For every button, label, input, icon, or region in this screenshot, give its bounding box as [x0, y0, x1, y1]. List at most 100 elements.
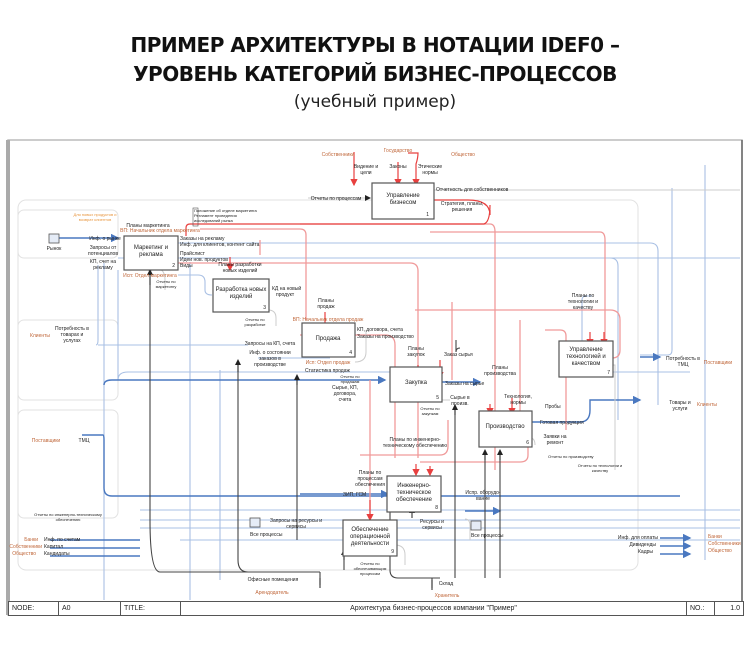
process-box-7-label-1: Управление — [569, 347, 603, 353]
label-account-info: Инф. по счетам — [44, 537, 81, 543]
label-kp-invoice-1: КП, счет на — [90, 259, 116, 265]
process-box-4[interactable]: Продажа 4 — [301, 322, 356, 358]
label-reports-marketing-1: Отчеты по — [156, 279, 176, 284]
label-reports-processes: Отчеты по процессам — [311, 196, 362, 202]
label-eng-plans-1: Планы по инженерно- — [389, 437, 440, 443]
label-tech-norms-2: нормы — [510, 400, 526, 406]
page-subtitle: (учебный пример) — [293, 92, 457, 112]
process-box-8-label-3: обеспечение — [396, 497, 433, 503]
label-client-requests-2: потенциалов — [88, 251, 118, 257]
process-box-3-number: 3 — [263, 305, 266, 311]
process-box-2[interactable]: Маркетинг и реклама 2 — [123, 235, 179, 271]
input-lines-strong — [50, 233, 692, 559]
process-box-8-label-1: Инженерно- — [397, 483, 431, 489]
process-box-8[interactable]: Инженерно- техническое обеспечение 8 — [386, 475, 442, 513]
control-lines — [178, 223, 621, 520]
label-ethics-2: нормы — [422, 170, 438, 176]
process-box-6-number: 6 — [526, 440, 529, 446]
label-reporting-owners: Отчетность для собственников — [436, 187, 509, 193]
ext-clients-right: Клиенты — [697, 402, 717, 408]
vp-sales-label: ВП: Начальник отдела продаж — [293, 317, 364, 323]
footer-title-label: TITLE: — [121, 602, 181, 615]
label-reports-sales-2: продажам — [341, 379, 360, 384]
label-reports-ops-2: обеспечивающим — [354, 566, 387, 571]
label-sales-plans-2: продаж — [317, 304, 335, 310]
label-purchase-plans-2: закупок — [407, 352, 425, 358]
process-box-9-label-3: деятельности — [351, 541, 389, 547]
note-new-products-1: Для новых продуктов и — [73, 212, 116, 217]
process-box-3-label-2: изделий — [230, 293, 253, 300]
exec-sales-label: Исп: Отдел продаж — [306, 360, 351, 366]
all-processes-square-icon — [249, 517, 261, 528]
label-kp-invoice-2: рекламу — [93, 265, 113, 271]
label-zip-fuel: ЗИП, ГСМ — [343, 492, 366, 498]
ext-clients-left: Клиенты — [30, 333, 50, 339]
label-op-plans-1: Планы по — [359, 470, 382, 476]
label-strategy-2: решения — [452, 207, 473, 213]
process-box-2-number: 2 — [172, 263, 175, 269]
label-raw-to-prod-1: Сырье в — [450, 395, 470, 401]
footer-title-value: Архитектура бизнес-процессов компании "П… — [181, 602, 687, 615]
label-personnel: Кандидаты — [44, 551, 70, 557]
label-needs-tmc-2: ТМЦ — [678, 362, 689, 368]
label-resource-requests-1: Запросы на ресурсы и — [270, 518, 322, 524]
label-equipment-2: вание — [476, 496, 490, 502]
label-raw-kp-1: Сырье, КП, — [332, 385, 358, 391]
label-sales-stats: Статистика продаж — [305, 368, 351, 374]
label-resources-services-1: Ресурсы и — [420, 519, 444, 525]
label-all-processes: Все процессы — [250, 532, 283, 538]
process-box-3[interactable]: Разработка новых изделий 3 — [212, 278, 270, 313]
label-product-ideas: Идеи нов. продуктов — [180, 257, 228, 263]
label-kinds: Виды — [180, 263, 193, 269]
process-box-9[interactable]: Обеспечение операционной деятельности 9 — [342, 519, 398, 557]
ext-owners-left: Собственники — [9, 544, 42, 550]
label-vision-1: Видение и — [354, 164, 379, 170]
process-box-8-number: 8 — [435, 505, 438, 511]
label-equipment-1: Испр. оборудо- — [465, 490, 501, 496]
process-box-5-number: 5 — [436, 395, 439, 401]
mechanism-lines — [146, 266, 501, 588]
label-dev-plans-1: Планы разработки — [218, 262, 261, 268]
process-box-4-number: 4 — [349, 350, 352, 356]
label-vision-2: цели — [360, 170, 371, 176]
label-reports-eng-1: Отчеты по инженерно-техническому — [34, 512, 102, 517]
label-order-state-3: производстве — [254, 362, 286, 368]
label-order-state-1: Инф. о состоянии — [249, 350, 291, 356]
process-box-5-label-1: Закупка — [405, 380, 428, 386]
label-prod-plans-1: Планы — [492, 365, 508, 371]
process-box-1-label-2: бизнесом — [390, 200, 417, 206]
label-client-requests-1: Запросы от — [90, 245, 117, 251]
label-laws: Законы — [389, 164, 407, 170]
label-pricelist: Прайслист — [180, 250, 206, 257]
process-box-5[interactable]: Закупка 5 — [389, 366, 443, 403]
label-reports-dev-2: разработке — [245, 322, 267, 327]
process-box-1[interactable]: Управление бизнесом 1 — [371, 182, 435, 220]
label-kd-new-1: КД на новый — [272, 285, 301, 292]
label-client-info: Инф. для клиентов, контент сайта — [180, 241, 260, 248]
label-sales-plans-1: Планы — [318, 298, 334, 304]
label-tech-quality-plans-2: технологии и — [568, 299, 598, 305]
ext-society-left: Общество — [12, 551, 36, 557]
label-strategy-1: Стратегия, планы, — [441, 201, 484, 207]
label-ad-orders: Заказы на рекламу — [180, 236, 225, 242]
label-dividends: Дивиденды — [629, 542, 656, 548]
label-resource-requests-2: сервисы — [286, 524, 306, 530]
label-all-processes-out: Все процессы — [471, 533, 504, 539]
label-raw-kp-3: счета — [339, 397, 352, 403]
ext-owners-right: Собственники — [708, 541, 741, 547]
label-needs-clients-1: Потребность в — [55, 326, 89, 332]
label-office: Офисные помещения — [248, 577, 299, 583]
label-reports-purchase-1: Отчеты по — [420, 406, 440, 411]
process-box-1-number: 1 — [426, 212, 429, 218]
label-prod-orders: Заказы на производство — [357, 334, 414, 340]
label-needs-clients-3: услугах — [63, 338, 81, 344]
process-box-6[interactable]: Производство 6 — [478, 410, 533, 448]
label-order-state-2: заказов в — [259, 356, 281, 362]
footer-no-value: 1.0 — [730, 605, 740, 612]
ext-banks-right: Банки — [708, 534, 722, 540]
label-kp-requests: Запросы на КП, счета — [245, 341, 296, 347]
label-marketing-plans: Планы маркетинга — [126, 223, 169, 229]
ext-suppliers-right: Поставщики — [704, 360, 733, 366]
process-box-7[interactable]: Управление технологией и качеством 7 — [558, 340, 614, 378]
process-box-7-label-3: качеством — [572, 361, 601, 367]
